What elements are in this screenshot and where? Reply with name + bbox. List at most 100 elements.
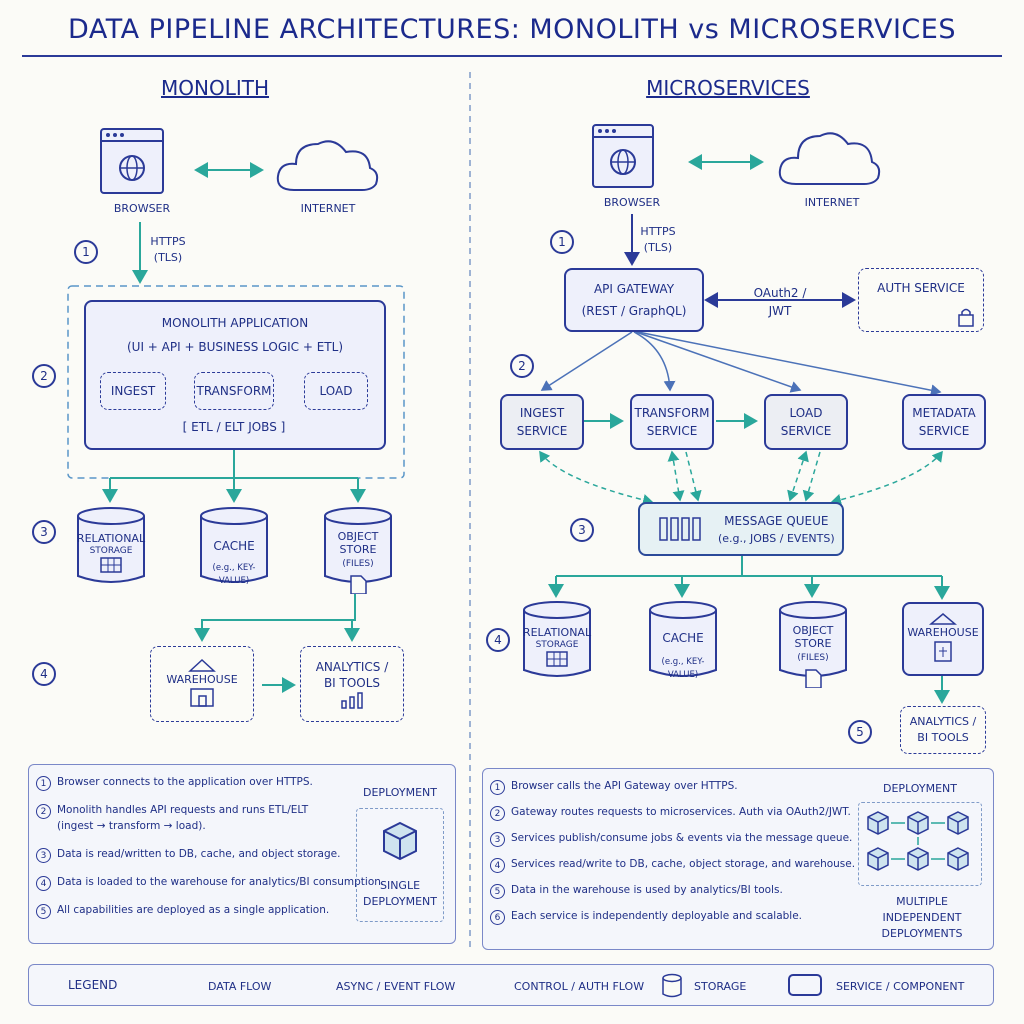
warehouse-building-icon (190, 688, 214, 707)
warehouse-roof-icon (188, 658, 216, 672)
step-number-4: 4 (32, 662, 56, 686)
gateway-label: API GATEWAY (593, 282, 675, 296)
note-text: Services publish/consume jobs & events v… (511, 832, 853, 844)
note-number: 2 (36, 804, 51, 819)
browser-label: BROWSER (113, 202, 171, 215)
monolith-note-5: 5 All capabilities are deployed as a sing… (36, 904, 329, 919)
legend-service: SERVICE / COMPONENT (836, 980, 965, 993)
load-step: LOAD (304, 372, 368, 410)
monolith-heading: MONOLITH (161, 76, 269, 100)
ms-warehouse-roof-icon (929, 613, 957, 625)
step-number-2: 2 (32, 364, 56, 388)
ms-step-number-4: 4 (486, 628, 510, 652)
gateway-sub-label: (REST / GraphQL) (581, 304, 687, 318)
api-gateway: API GATEWAY (REST / GraphQL) (564, 268, 704, 332)
note-text: All capabilities are deployed as a singl… (57, 904, 330, 916)
ms-cache-storage: CACHE (e.g., KEY-VALUE) (648, 600, 718, 680)
note-text: Data is read/written to DB, cache, and o… (57, 848, 341, 860)
note-number: 5 (36, 904, 51, 919)
cache-sub-label: (e.g., KEY-VALUE) (212, 563, 256, 586)
internet-label: INTERNET (300, 202, 356, 215)
multiple-deployment-box (858, 802, 982, 886)
ms-object-store: OBJECT STORE (FILES) (778, 600, 848, 688)
ms-step-number-3: 3 (570, 518, 594, 542)
gateway-load-arrow (635, 331, 802, 393)
ms-cloud-icon (778, 132, 881, 185)
queue-icon (659, 517, 701, 541)
etl-jobs-label: [ ETL / ELT JOBS ] (182, 420, 286, 434)
legend-control-flow: CONTROL / AUTH FLOW (514, 980, 645, 993)
ms-browser-icon (592, 124, 654, 188)
single-deployment-label: SINGLE DEPLOYMENT (363, 879, 437, 908)
step-number-3: 3 (32, 520, 56, 544)
https-label: HTTPS (TLS) (150, 235, 186, 264)
note-text: Data in the warehouse is used by analyti… (511, 884, 783, 896)
legend-panel (28, 964, 994, 1006)
ms-note-3: 3 Services publish/consume jobs & events … (490, 832, 852, 847)
ms-step-number-5: 5 (848, 720, 872, 744)
legend-service-icon (788, 974, 822, 996)
ms-cache-label: CACHE (662, 631, 704, 645)
object-store: OBJECT STORE (FILES) (323, 506, 393, 594)
note-text: Monolith handles API requests and runs E… (57, 804, 309, 832)
ms-step-number-1: 1 (550, 230, 574, 254)
legend-storage-icon (662, 973, 682, 998)
ms-analytics: ANALYTICS / BI TOOLS (900, 706, 986, 754)
app-title: MONOLITH APPLICATION (161, 316, 309, 330)
async-flows (539, 450, 943, 506)
step-number-1: 1 (74, 240, 98, 264)
note-text: Browser connects to the application over… (57, 776, 313, 788)
note-number: 5 (490, 884, 505, 899)
relational-storage: RELATIONAL STORAGE (76, 506, 146, 586)
ingest-service: INGEST SERVICE (500, 394, 584, 450)
ms-https-label: HTTPS (TLS) (640, 225, 676, 254)
note-text: Gateway routes requests to microservices… (511, 806, 851, 818)
queue-storage-lines (556, 556, 942, 577)
note-text: Each service is independently deployable… (511, 910, 803, 922)
note-number: 3 (490, 832, 505, 847)
ms-warehouse: WAREHOUSE (902, 602, 984, 676)
object-label: OBJECT STORE (337, 530, 379, 556)
note-number: 4 (36, 876, 51, 891)
analytics-label: ANALYTICS / BI TOOLS (315, 660, 389, 690)
note-text: Browser calls the API Gateway over HTTPS… (511, 780, 738, 792)
ms-object-label: OBJECT STORE (792, 624, 834, 650)
multiple-deployment-label: MULTIPLE INDEPENDENT DEPLOYMENTS (881, 895, 963, 940)
ms-note-2: 2 Gateway routes requests to microservice… (490, 806, 851, 821)
gateway-ingest-arrow (540, 331, 633, 391)
note-number: 2 (490, 806, 505, 821)
queue-sub-label: (e.g., JOBS / EVENTS) (718, 531, 835, 545)
relational-sub-label: STORAGE (89, 546, 133, 556)
ms-warehouse-doc-icon (934, 641, 952, 662)
ms-relational-sub-label: STORAGE (535, 640, 579, 650)
transform-step: TRANSFORM (194, 372, 274, 410)
legend-data-flow: DATA FLOW (208, 980, 272, 993)
note-number: 1 (36, 776, 51, 791)
legend-async-flow: ASYNC / EVENT FLOW (336, 980, 456, 993)
bar-chart-icon (341, 692, 363, 709)
message-queue: MESSAGE QUEUE (e.g., JOBS / EVENTS) (638, 502, 844, 556)
metadata-service: METADATA SERVICE (902, 394, 986, 450)
ms-relational-label: RELATIONAL (522, 626, 592, 639)
load-service: LOAD SERVICE (764, 394, 848, 450)
ms-note-4: 4 Services read/write to DB, cache, objec… (490, 858, 855, 873)
ms-step-number-2: 2 (510, 354, 534, 378)
ms-cache-sub-label: (e.g., KEY-VALUE) (661, 657, 705, 680)
queue-label: MESSAGE QUEUE (724, 513, 829, 528)
page-title: DATA PIPELINE ARCHITECTURES: MONOLITH vs… (68, 14, 956, 45)
note-number: 4 (490, 858, 505, 873)
note-number: 1 (490, 780, 505, 795)
ms-warehouse-label: WAREHOUSE (907, 626, 979, 639)
note-text: Services read/write to DB, cache, object… (511, 858, 856, 870)
monolith-note-1: 1 Browser connects to the application ove… (36, 776, 313, 791)
browser-icon (100, 128, 164, 194)
microservices-heading: MICROSERVICES (646, 76, 810, 100)
ms-note-1: 1 Browser calls the API Gateway over HTTP… (490, 780, 738, 795)
ingest-step: INGEST (100, 372, 166, 410)
analytics-node: ANALYTICS / BI TOOLS (300, 646, 404, 722)
app-subtitle: (UI + API + BUSINESS LOGIC + ETL) (126, 340, 344, 354)
